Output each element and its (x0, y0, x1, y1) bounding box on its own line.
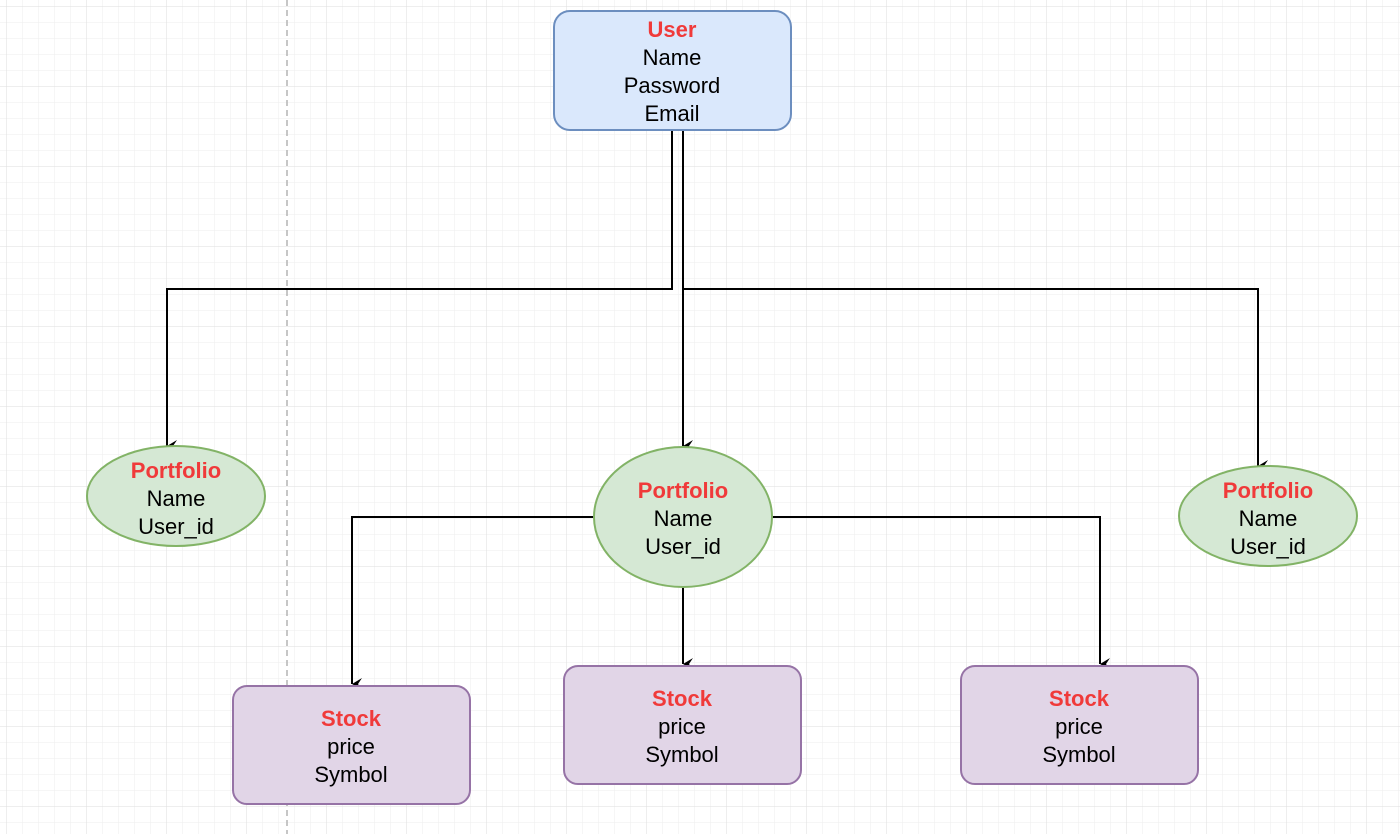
portfolio-node-center-shape[interactable] (593, 446, 773, 588)
user-title: User (648, 17, 697, 42)
portfolio-right-field-name: Name (1239, 506, 1298, 531)
stock-center-field-symbol: Symbol (645, 742, 718, 767)
portfolio-node-left-shape[interactable] (86, 445, 266, 547)
connectors-portfolio-stocks (351, 516, 1110, 690)
connector-user-to-portfolio-left[interactable] (166, 130, 673, 452)
portfolio-left-field-name: Name (147, 486, 206, 511)
portfolio-center-field-user-id: User_id (645, 534, 721, 559)
user-node-shape[interactable] (553, 10, 792, 131)
user-field-email: Email (644, 101, 699, 126)
portfolio-node-right[interactable]: Portfolio Name User_id (1178, 465, 1358, 567)
stock-node-center-shape[interactable] (563, 665, 802, 785)
stock-left-field-price: price (327, 734, 375, 759)
portfolio-right-field-user-id: User_id (1230, 534, 1306, 559)
stock-center-field-price: price (658, 714, 706, 739)
stock-right-field-symbol: Symbol (1042, 742, 1115, 767)
portfolio-left-field-user-id: User_id (138, 514, 214, 539)
connectors-user-portfolios (166, 130, 1268, 472)
stock-right-title: Stock (1049, 686, 1110, 711)
portfolio-left-title: Portfolio (131, 458, 221, 483)
connector-portfolio-to-stock-right[interactable] (772, 516, 1110, 670)
portfolio-center-field-name: Name (654, 506, 713, 531)
user-node[interactable]: User Name Password Email (553, 10, 792, 131)
portfolio-right-title: Portfolio (1223, 478, 1313, 503)
portfolio-node-left[interactable]: Portfolio Name User_id (86, 445, 266, 547)
connector-portfolio-to-stock-left[interactable] (351, 516, 594, 690)
stock-center-title: Stock (652, 686, 713, 711)
stock-left-field-symbol: Symbol (314, 762, 387, 787)
user-field-password: Password (624, 73, 721, 98)
portfolio-node-right-shape[interactable] (1178, 465, 1358, 567)
connector-user-to-portfolio-right[interactable] (683, 288, 1268, 472)
stock-node-left-shape[interactable] (232, 685, 471, 805)
stock-node-left[interactable]: Stock price Symbol (232, 685, 471, 805)
stock-node-center[interactable]: Stock price Symbol (563, 665, 802, 785)
portfolio-center-title: Portfolio (638, 478, 728, 503)
stock-node-right[interactable]: Stock price Symbol (960, 665, 1199, 785)
stock-left-title: Stock (321, 706, 382, 731)
user-field-name: Name (643, 45, 702, 70)
stock-node-right-shape[interactable] (960, 665, 1199, 785)
portfolio-node-center[interactable]: Portfolio Name User_id (593, 446, 773, 588)
stock-right-field-price: price (1055, 714, 1103, 739)
